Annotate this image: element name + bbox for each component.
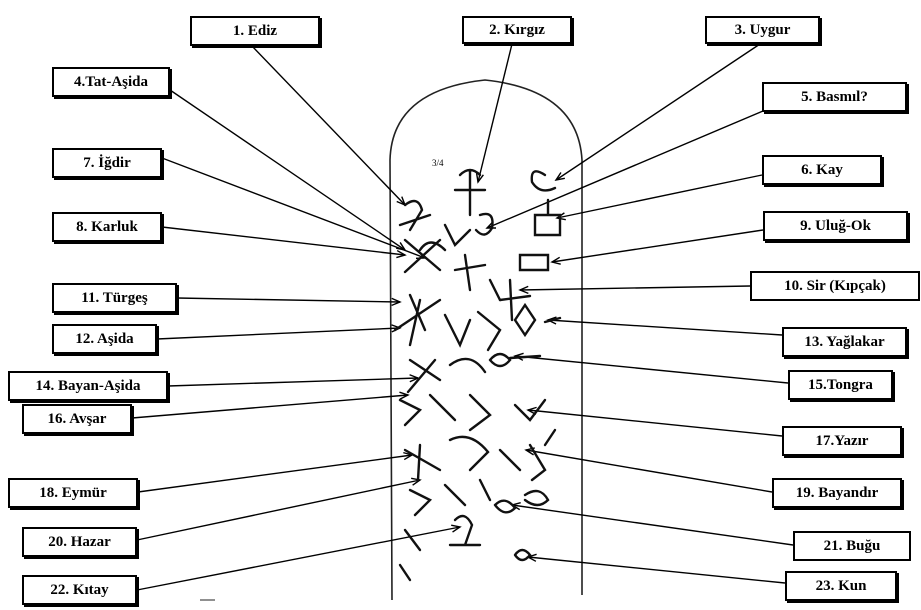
connector-line-11: [176, 297, 401, 303]
connector-line-16: [131, 394, 409, 419]
connector-line-21: [511, 504, 794, 546]
label-13: 13. Yağlakar: [782, 327, 907, 357]
connector-line-22: [136, 526, 461, 591]
tamga-mark: [498, 443, 547, 482]
tamga-mark: [453, 253, 502, 302]
label-4: 4.Tat-Aşida: [52, 67, 170, 97]
label-21: 21. Buğu: [793, 531, 911, 561]
connector-line-9: [551, 229, 764, 263]
label-14: 14. Bayan-Aşida: [8, 371, 168, 401]
label-11: 11. Türgeş: [52, 283, 177, 313]
tamga-mark: [398, 393, 492, 432]
connector-line-12: [156, 327, 401, 340]
connector-line-3: [555, 43, 761, 181]
tamga-mark: [498, 278, 532, 322]
arrowhead-10: [518, 285, 529, 295]
connector-line-19: [525, 449, 773, 493]
tamga-mark: [518, 253, 550, 272]
connector-line-10: [519, 285, 751, 291]
label-6: 6. Kay: [762, 155, 882, 185]
label-23: 23. Kun: [785, 571, 897, 601]
tamga-mark: [403, 435, 490, 482]
arrowhead-8: [396, 249, 407, 259]
label-10: 10. Sir (Kıpçak): [750, 271, 920, 301]
tamga-mark: [406, 357, 487, 394]
connector-line-17: [527, 409, 783, 437]
label-12: 12. Aşida: [52, 324, 157, 354]
arrowhead-16: [399, 391, 410, 400]
label-15: 15.Tongra: [788, 370, 893, 400]
connector-line-8: [161, 226, 406, 256]
tamga-mark: [513, 302, 562, 338]
tamga-mark: [408, 478, 492, 517]
arrowhead-15: [513, 352, 524, 361]
connector-lines: [131, 43, 794, 591]
tamga-mark: [533, 198, 562, 237]
label-2: 2. Kırgız: [462, 16, 572, 44]
stone-mark-text: 3/4: [432, 158, 444, 168]
tamga-mark: [448, 514, 482, 547]
label-16: 16. Avşar: [22, 404, 132, 434]
arrowhead-20: [411, 477, 422, 486]
label-20: 20. Hazar: [22, 527, 137, 557]
arrowhead-11: [391, 297, 402, 307]
label-17: 17.Yazır: [782, 426, 902, 456]
label-22: 22. Kıtay: [22, 575, 137, 605]
tamga-mark: [488, 352, 542, 368]
tamga-mark: [513, 398, 557, 447]
arrowhead-2: [475, 173, 484, 184]
stone-outline: [389, 79, 583, 601]
arrowhead-22: [451, 524, 462, 533]
label-7: 7. İğdir: [52, 148, 162, 178]
tamga-mark: [398, 199, 432, 232]
arrowhead-17: [526, 406, 537, 415]
tamga-mark: [393, 293, 442, 347]
label-9: 9. Uluğ-Ok: [763, 211, 908, 241]
label-1: 1. Ediz: [190, 16, 320, 46]
tamga-mark: [403, 238, 447, 274]
tamga-mark: [443, 310, 502, 352]
connector-line-14: [167, 377, 419, 387]
arrowhead-6: [555, 212, 566, 221]
connector-line-20: [136, 479, 421, 541]
arrowhead-9: [550, 256, 561, 265]
arrowhead-3: [554, 172, 565, 181]
label-19: 19. Bayandır: [772, 478, 902, 508]
tamga-mark: [493, 489, 550, 514]
connector-line-7: [161, 157, 426, 259]
connector-line-6: [556, 174, 763, 219]
connector-line-2: [477, 43, 513, 183]
label-8: 8. Karluk: [52, 212, 162, 242]
tamga-marks: [393, 168, 562, 582]
tamga-mark: [443, 212, 494, 248]
connector-line-23: [527, 556, 786, 584]
tamga-mark: [398, 528, 422, 582]
connector-line-15: [514, 355, 789, 384]
connector-line-13: [547, 319, 783, 336]
label-5: 5. Basmıl?: [762, 82, 907, 112]
arrowhead-14: [409, 374, 420, 383]
connector-line-1: [251, 45, 406, 206]
label-18: 18. Eymür: [8, 478, 138, 508]
tamga-mark: [453, 168, 487, 217]
connector-line-18: [137, 454, 413, 493]
connector-line-4: [169, 89, 406, 251]
label-3: 3. Uygur: [705, 16, 820, 44]
connector-line-5: [486, 107, 771, 229]
tamga-mark: [513, 548, 532, 562]
tamga-mark: [530, 170, 557, 192]
